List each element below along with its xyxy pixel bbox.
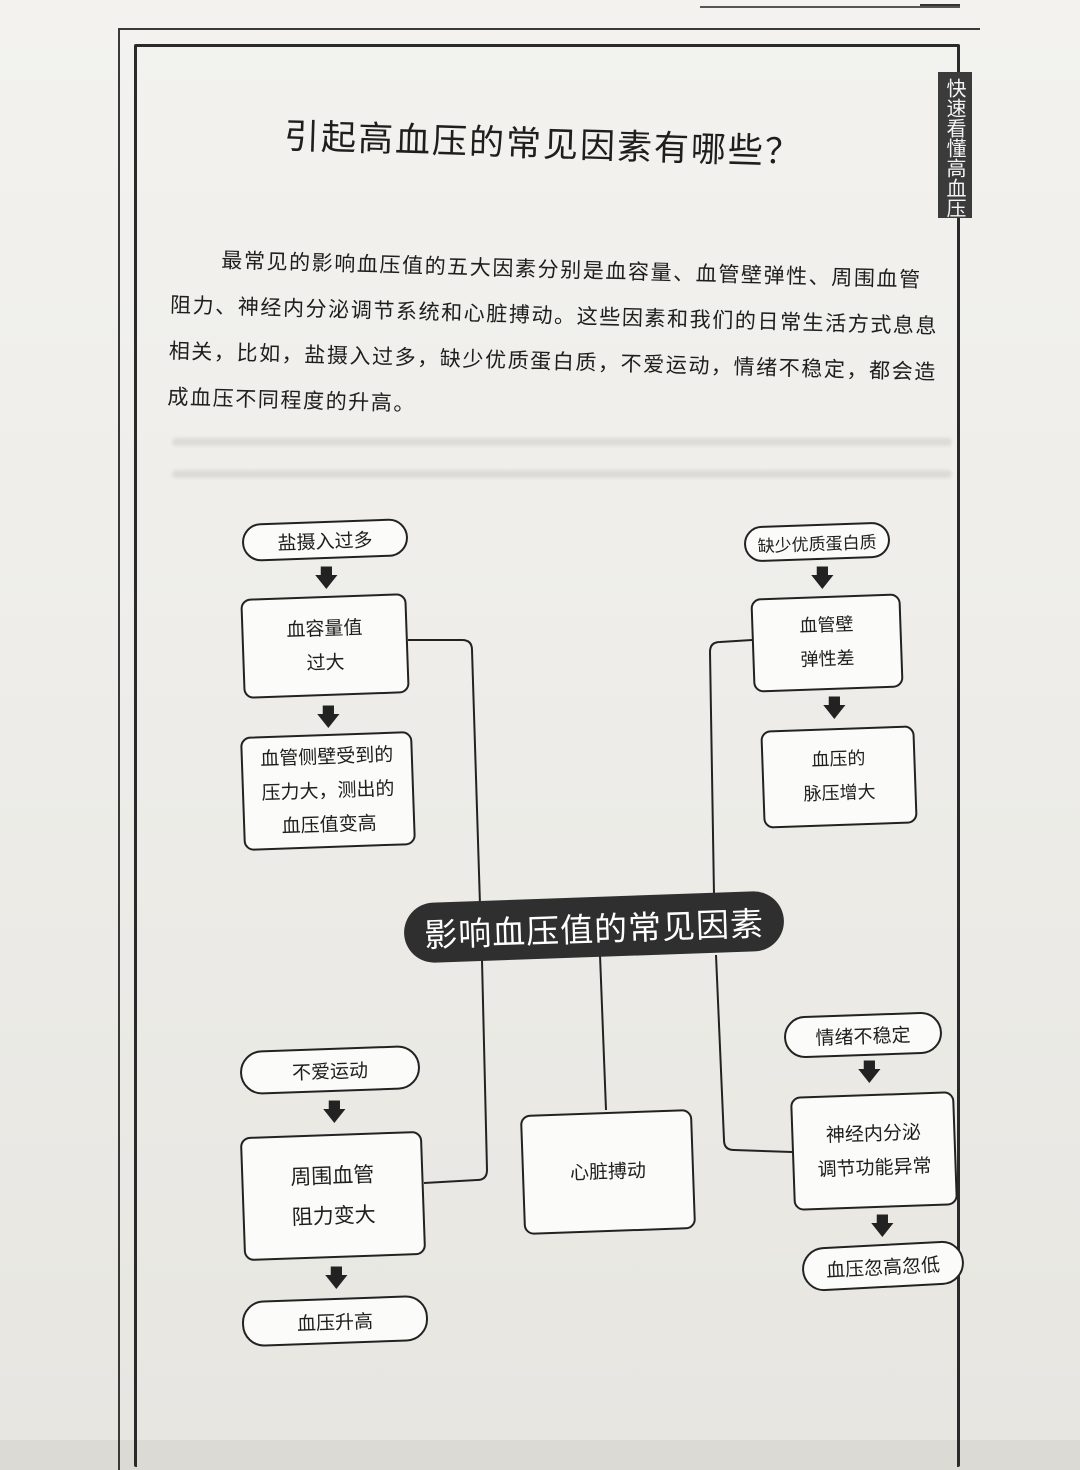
header-rule [700,0,960,8]
arrow-down-icon: 🡇 [857,1058,882,1086]
chapter-side-tab: 快速看懂高血压 [938,72,972,218]
header-line [920,4,960,6]
connector-right-top [708,639,753,896]
box-line: 血容量值 [286,616,363,642]
box-line: 弹性差 [800,648,855,671]
page-frame-outer [118,28,980,1470]
box-line: 血管侧壁受到的 [259,743,394,771]
connector-left-bottom [423,959,489,1184]
heartbeat-box: 心脏搏动 [519,1109,697,1235]
arrow-down-icon: 🡇 [822,694,847,722]
box-line: 心脏搏动 [569,1159,647,1185]
box-line: 血压的 [811,748,866,771]
vessel-pressure-box: 血管侧壁受到的 压力大，测出的 血压值变高 [240,731,416,851]
box-line: 脉压增大 [803,781,876,806]
connector-left-top [408,639,481,906]
factor-diagram: 盐摄入过多 🡇 血容量值 过大 🡇 血管侧壁受到的 压力大，测出的 血压值变高 … [239,518,966,1348]
box-line: 压力大，测出的 [261,777,395,805]
arrow-down-icon: 🡇 [810,564,835,592]
connector-right-bottom [715,954,793,1153]
box-line: 血压值变高 [281,812,378,838]
vessel-elasticity-box: 血管壁 弹性差 [750,593,904,693]
cause-salt-pill: 盐摄入过多 [241,518,409,562]
arrow-down-icon: 🡇 [322,1098,347,1126]
arrow-down-icon: 🡇 [324,1264,349,1292]
box-line: 过大 [306,651,345,675]
result-bp-rise-pill: 血压升高 [241,1294,429,1348]
arrow-down-icon: 🡇 [870,1212,895,1240]
pulse-pressure-box: 血压的 脉压增大 [760,725,918,829]
result-bp-fluctuate-pill: 血压忽高忽低 [800,1239,966,1293]
cause-protein-pill: 缺少优质蛋白质 [743,521,891,563]
connector-middle [599,954,607,1111]
cause-exercise-pill: 不爱运动 [239,1044,421,1096]
box-line: 阻力变大 [291,1202,377,1230]
box-line: 神经内分泌 [825,1121,922,1147]
peripheral-resistance-box: 周围血管 阻力变大 [239,1130,427,1262]
arrow-down-icon: 🡇 [316,703,341,731]
neuroendocrine-box: 神经内分泌 调节功能异常 [790,1091,958,1211]
box-line: 周围血管 [289,1162,375,1190]
page-frame [134,44,960,1467]
blood-volume-box: 血容量值 过大 [240,593,410,699]
bleed-through-text [172,420,952,500]
box-line: 血管壁 [799,614,854,637]
connector-lines [408,639,793,1184]
box-line: 调节功能异常 [817,1155,932,1181]
arrow-down-icon: 🡇 [314,564,339,592]
cause-emotion-pill: 情绪不稳定 [783,1011,943,1059]
